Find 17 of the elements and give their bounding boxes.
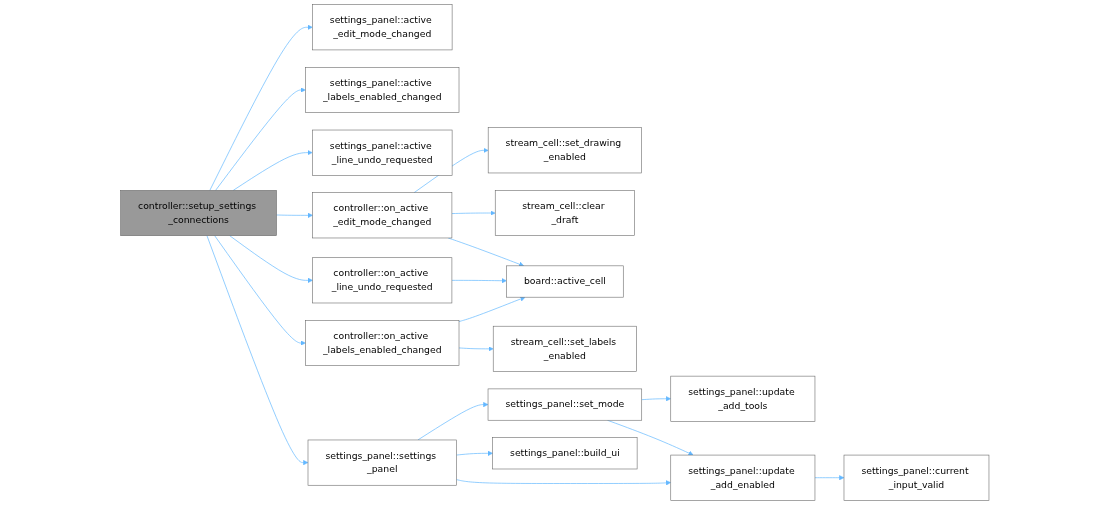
node-box: stream_cell::set_drawing _enabled <box>487 127 642 174</box>
node-box: settings_panel::current _input_valid <box>843 454 989 501</box>
node-box: controller::on_active _edit_mode_changed <box>312 192 452 239</box>
node-box: stream_cell::set_labels _enabled <box>492 325 637 372</box>
node-box: settings_panel::set_mode <box>487 388 642 421</box>
node-box: stream_cell::clear _draft <box>494 190 635 236</box>
node-box: settings_panel::active _line_undo_requested <box>311 129 453 176</box>
node-box: controller::setup_settings _connections <box>120 190 277 236</box>
node-box: controller::on_active _line_undo_requested <box>312 257 452 304</box>
node-box: settings_panel::active _labels_enabled_changed <box>304 67 459 113</box>
node-box: settings_panel::build_ui <box>492 437 638 470</box>
node-box: settings_panel::update _add_tools <box>670 375 815 422</box>
node-box: settings_panel::active _edit_mode_changed <box>311 4 453 51</box>
node-box: settings_panel::settings _panel <box>307 439 457 486</box>
node-box: board::active_cell <box>505 265 624 298</box>
node-box: settings_panel::update _add_enabled <box>670 454 815 501</box>
node-box: controller::on_active _labels_enabled_changed <box>304 320 459 366</box>
